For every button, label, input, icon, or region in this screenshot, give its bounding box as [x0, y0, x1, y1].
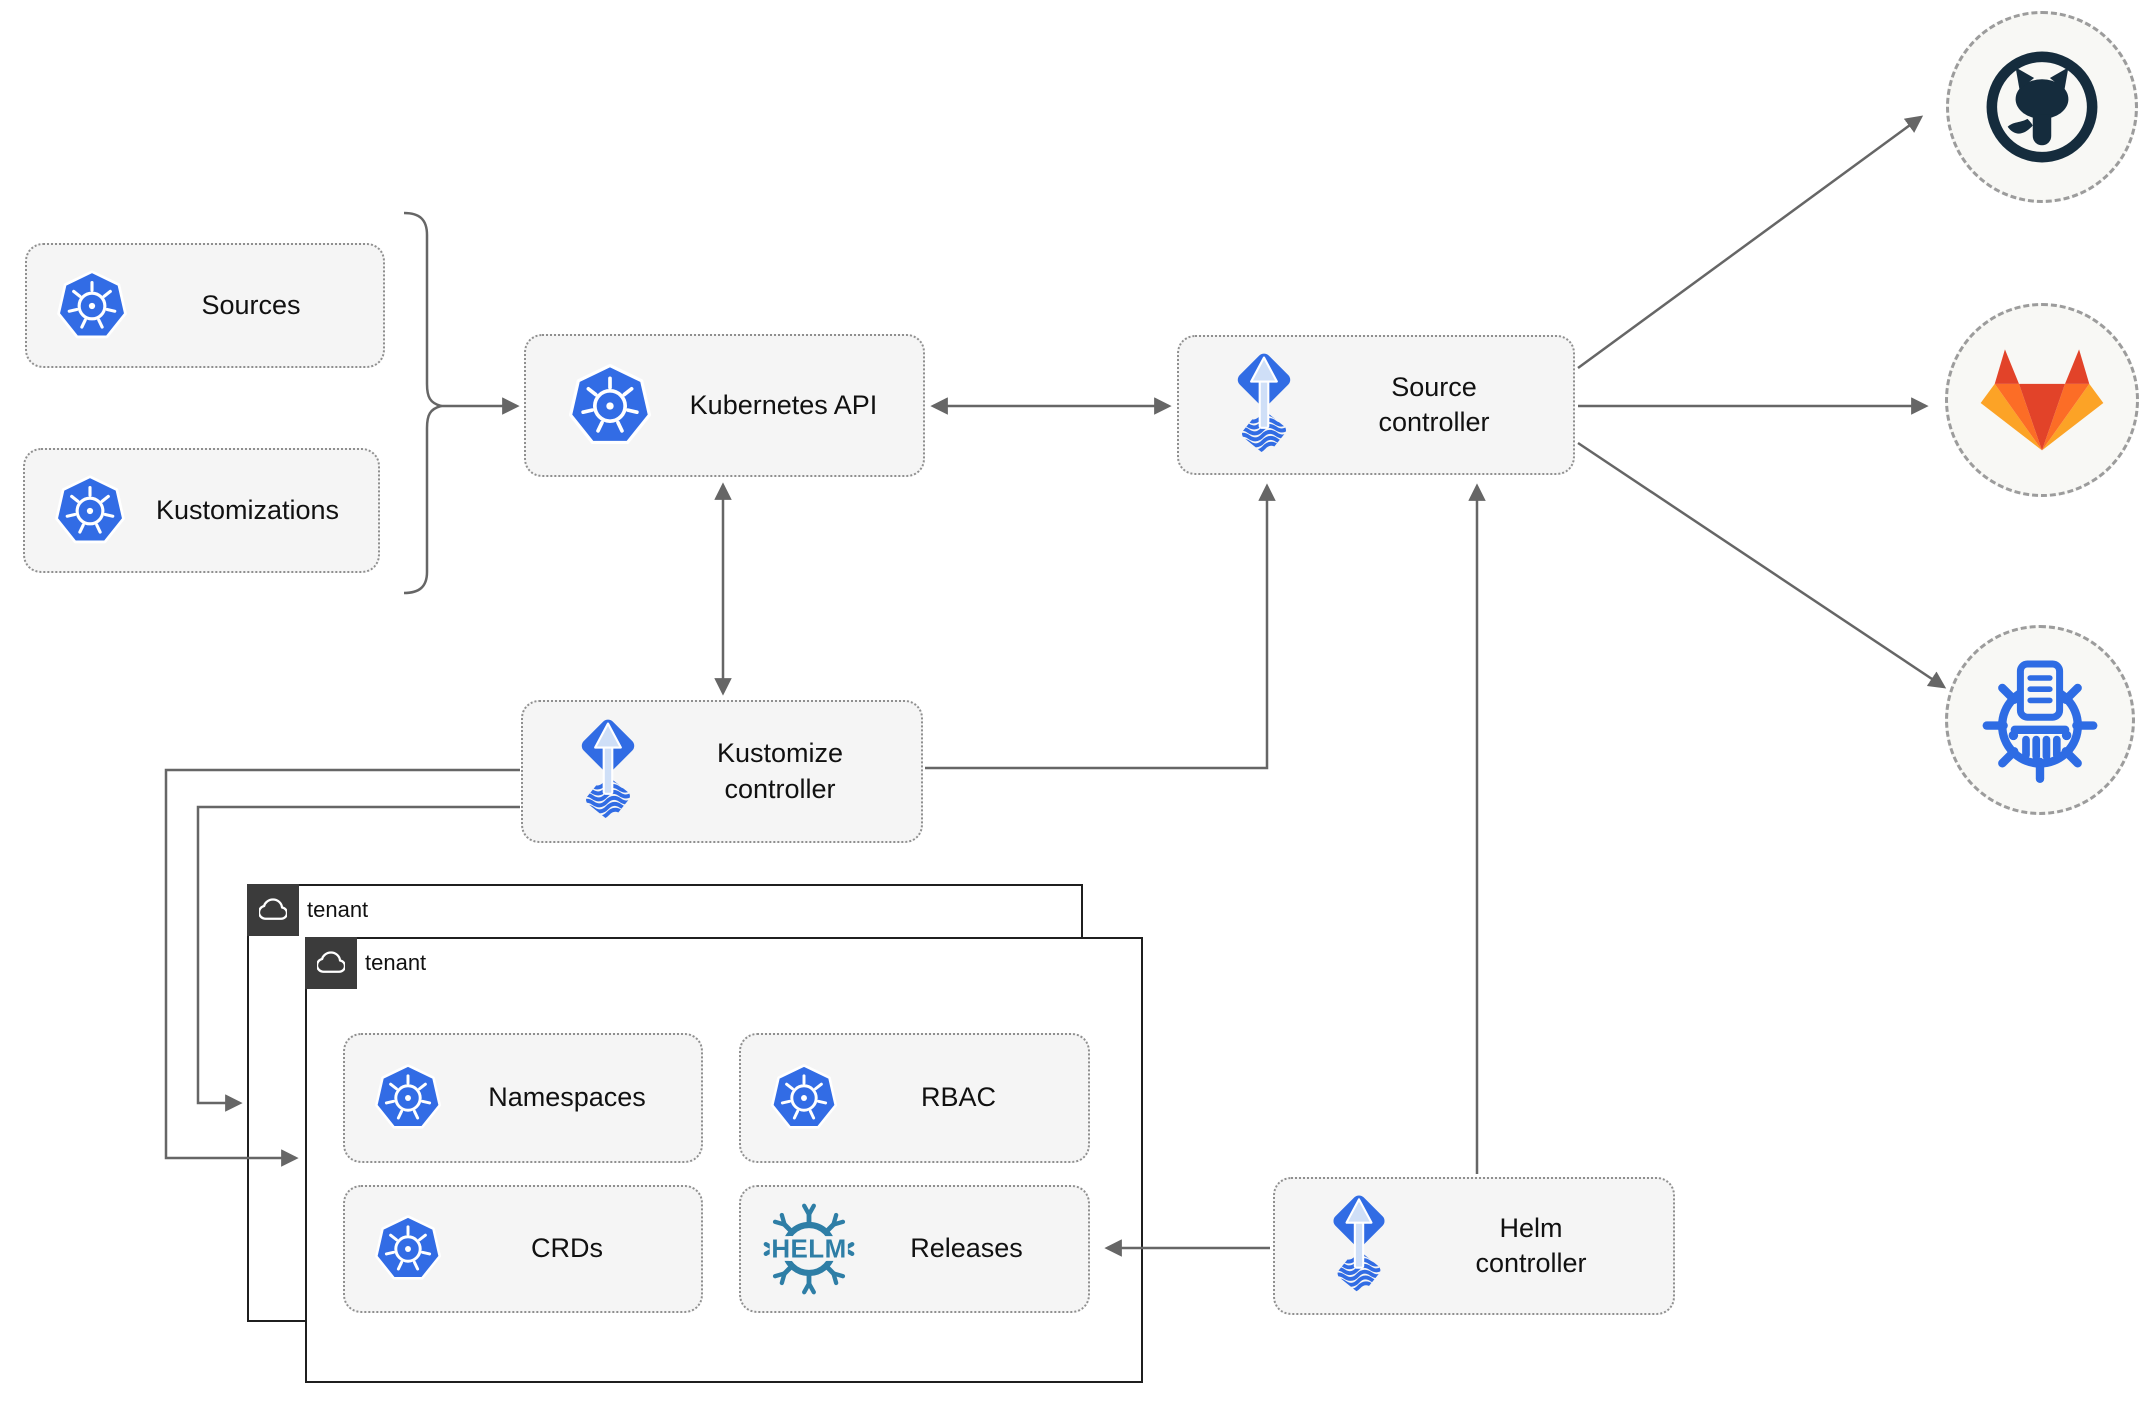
tenant-tab — [247, 884, 299, 936]
flux-icon — [1317, 1191, 1401, 1301]
connector-kustomize-to-source-controller — [925, 483, 1276, 770]
kubernetes-icon — [53, 267, 131, 345]
helm-wheel-icon — [761, 1201, 857, 1297]
connector-kustomize-to-tenant-outer — [196, 805, 520, 1112]
connector-source-to-chart-repository — [1577, 441, 1947, 689]
node-label: Helm controller — [1475, 1212, 1587, 1278]
node-label: Sources — [201, 289, 301, 320]
github-icon — [1976, 41, 2108, 173]
kubernetes-icon — [51, 472, 129, 550]
node-sources: Sources — [25, 243, 385, 368]
gitlab-icon — [1978, 343, 2106, 458]
chartmuseum-icon — [1970, 650, 2110, 790]
node-label: Releases — [910, 1233, 1023, 1264]
connector-source-to-github — [1577, 115, 1924, 370]
node-label: RBAC — [920, 1082, 996, 1113]
node-label: CRDs — [531, 1233, 603, 1264]
tenant-label: tenant — [307, 897, 369, 922]
provider-circle-github — [1946, 11, 2138, 203]
provider-circle-chart-repository — [1945, 625, 2135, 815]
node-namespaces: Namespaces — [343, 1033, 703, 1163]
connector-kustomize-to-tenant-inner — [164, 768, 520, 1167]
node-label: Namespaces — [488, 1082, 646, 1113]
node-label: Source controller — [1378, 371, 1490, 437]
node-source-controller: Source controller — [1177, 335, 1575, 475]
node-releases: Releases — [739, 1185, 1090, 1313]
flux-icon — [1221, 349, 1307, 462]
node-label: Kustomize controller — [716, 738, 844, 804]
kubernetes-icon — [371, 1212, 445, 1286]
node-kubernetes-api: Kubernetes API — [524, 334, 925, 477]
flux-icon — [565, 715, 651, 828]
node-kustomize-controller: Kustomize controller — [521, 700, 923, 843]
tenant-label: tenant — [365, 950, 427, 975]
node-label: Kubernetes API — [689, 389, 878, 420]
node-kustomizations: Kustomizations — [23, 448, 380, 573]
node-rbac: RBAC — [739, 1033, 1090, 1163]
kubernetes-icon — [767, 1061, 841, 1135]
node-crds: CRDs — [343, 1185, 703, 1313]
kubernetes-icon — [371, 1061, 445, 1135]
node-label: Kustomizations — [155, 494, 340, 525]
kubernetes-icon — [564, 360, 656, 452]
node-helm-controller: Helm controller — [1273, 1177, 1675, 1315]
tenant-tab — [305, 937, 357, 989]
brace-sources-group — [403, 211, 446, 595]
provider-circle-gitlab — [1945, 303, 2139, 497]
